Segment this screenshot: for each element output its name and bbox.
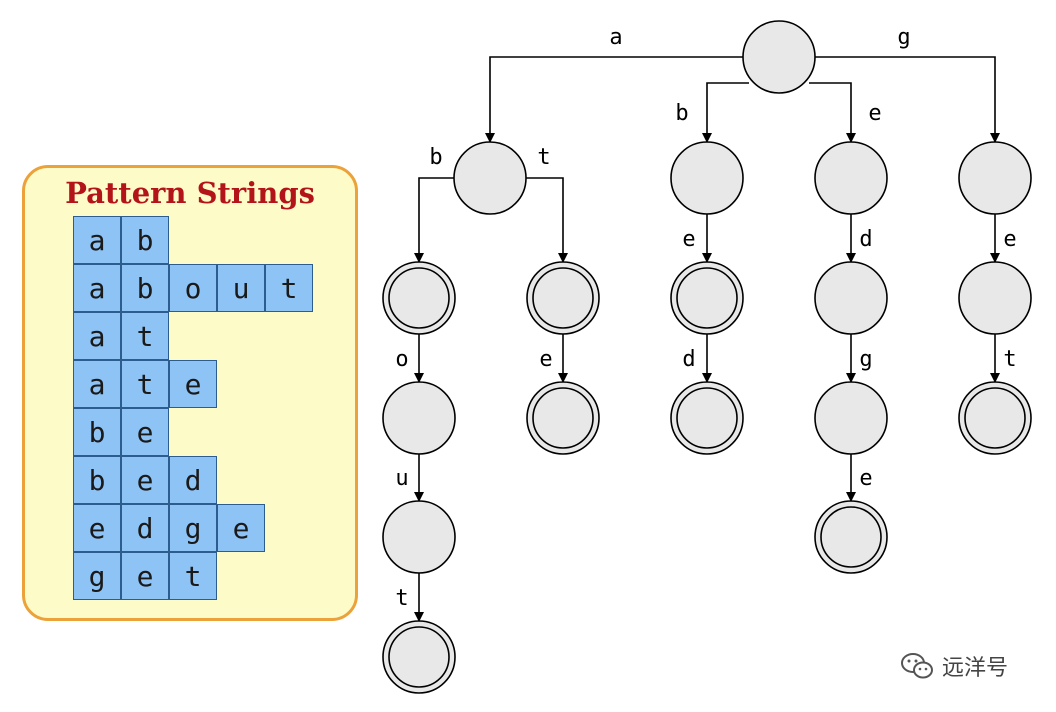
pattern-cell: b <box>73 456 121 504</box>
pattern-cell: d <box>121 504 169 552</box>
pattern-cell: a <box>73 216 121 264</box>
pattern-cell: t <box>169 552 217 600</box>
terminal-ring <box>676 387 738 449</box>
trie-node-ate <box>526 381 600 455</box>
edge-label: o <box>395 347 408 372</box>
trie-node-e <box>814 141 888 215</box>
edge-label: a <box>609 25 622 50</box>
trie-node-ge <box>958 261 1032 335</box>
pattern-cell: g <box>169 504 217 552</box>
watermark: 远洋号 <box>900 648 1040 684</box>
edge-label: t <box>537 145 550 170</box>
terminal-ring <box>964 387 1026 449</box>
watermark-text: 远洋号 <box>942 656 1009 681</box>
edge-label: e <box>682 227 695 252</box>
wechat-icon <box>901 653 933 679</box>
pattern-cell: a <box>73 312 121 360</box>
terminal-ring <box>676 267 738 329</box>
trie-node-edge <box>814 500 888 574</box>
pattern-cell: e <box>217 504 265 552</box>
pattern-cell: t <box>121 312 169 360</box>
trie-node-at <box>526 261 600 335</box>
edge-label: e <box>539 347 552 372</box>
pattern-cell: o <box>169 264 217 312</box>
pattern-cell: a <box>73 264 121 312</box>
trie-node-bed <box>670 381 744 455</box>
trie-node-g <box>958 141 1032 215</box>
pattern-cell: e <box>73 504 121 552</box>
terminal-ring <box>532 387 594 449</box>
pattern-cell: e <box>121 408 169 456</box>
trie-edge-root-a <box>485 56 743 143</box>
pattern-cell: e <box>121 456 169 504</box>
pattern-cell: t <box>265 264 313 312</box>
terminal-ring <box>388 267 450 329</box>
pattern-cell: g <box>73 552 121 600</box>
pattern-cell: t <box>121 360 169 408</box>
pattern-cell: e <box>169 360 217 408</box>
trie-node-a <box>453 141 527 215</box>
edge-label: b <box>429 145 442 170</box>
pattern-cell: u <box>217 264 265 312</box>
pattern-cell: e <box>121 552 169 600</box>
trie-edge-a-ab <box>414 177 454 263</box>
terminal-ring <box>820 506 882 568</box>
trie-node-about <box>382 620 456 694</box>
trie-node-be <box>670 261 744 335</box>
edge-label: g <box>859 347 872 372</box>
trie-node-abou <box>382 500 456 574</box>
terminal-ring <box>532 267 594 329</box>
trie-node-ed <box>814 261 888 335</box>
trie-edge-root-g <box>815 56 1000 143</box>
trie-edge-root-e <box>809 82 856 143</box>
edge-label: t <box>1003 347 1016 372</box>
edge-label: e <box>868 101 881 126</box>
edge-label: d <box>682 347 695 372</box>
pattern-cell: b <box>121 264 169 312</box>
trie-node-ab <box>382 261 456 335</box>
edge-label: d <box>859 227 872 252</box>
pattern-cell: b <box>121 216 169 264</box>
trie-edge-a-at <box>526 177 568 263</box>
edge-label: e <box>859 466 872 491</box>
pattern-cell: a <box>73 360 121 408</box>
pattern-cell: b <box>73 408 121 456</box>
trie-node-edg <box>814 381 888 455</box>
edge-label: e <box>1003 227 1016 252</box>
trie-node-abo <box>382 381 456 455</box>
trie-node-get <box>958 381 1032 455</box>
trie-node-root <box>742 20 816 94</box>
edge-label: g <box>897 25 910 50</box>
edge-label: b <box>675 101 688 126</box>
panel-title: Pattern Strings <box>65 176 315 210</box>
trie-edge-root-b <box>702 82 749 143</box>
trie-node-b <box>670 141 744 215</box>
pattern-cell: d <box>169 456 217 504</box>
edge-label: u <box>395 466 408 491</box>
terminal-ring <box>388 626 450 688</box>
edge-label: t <box>395 586 408 611</box>
